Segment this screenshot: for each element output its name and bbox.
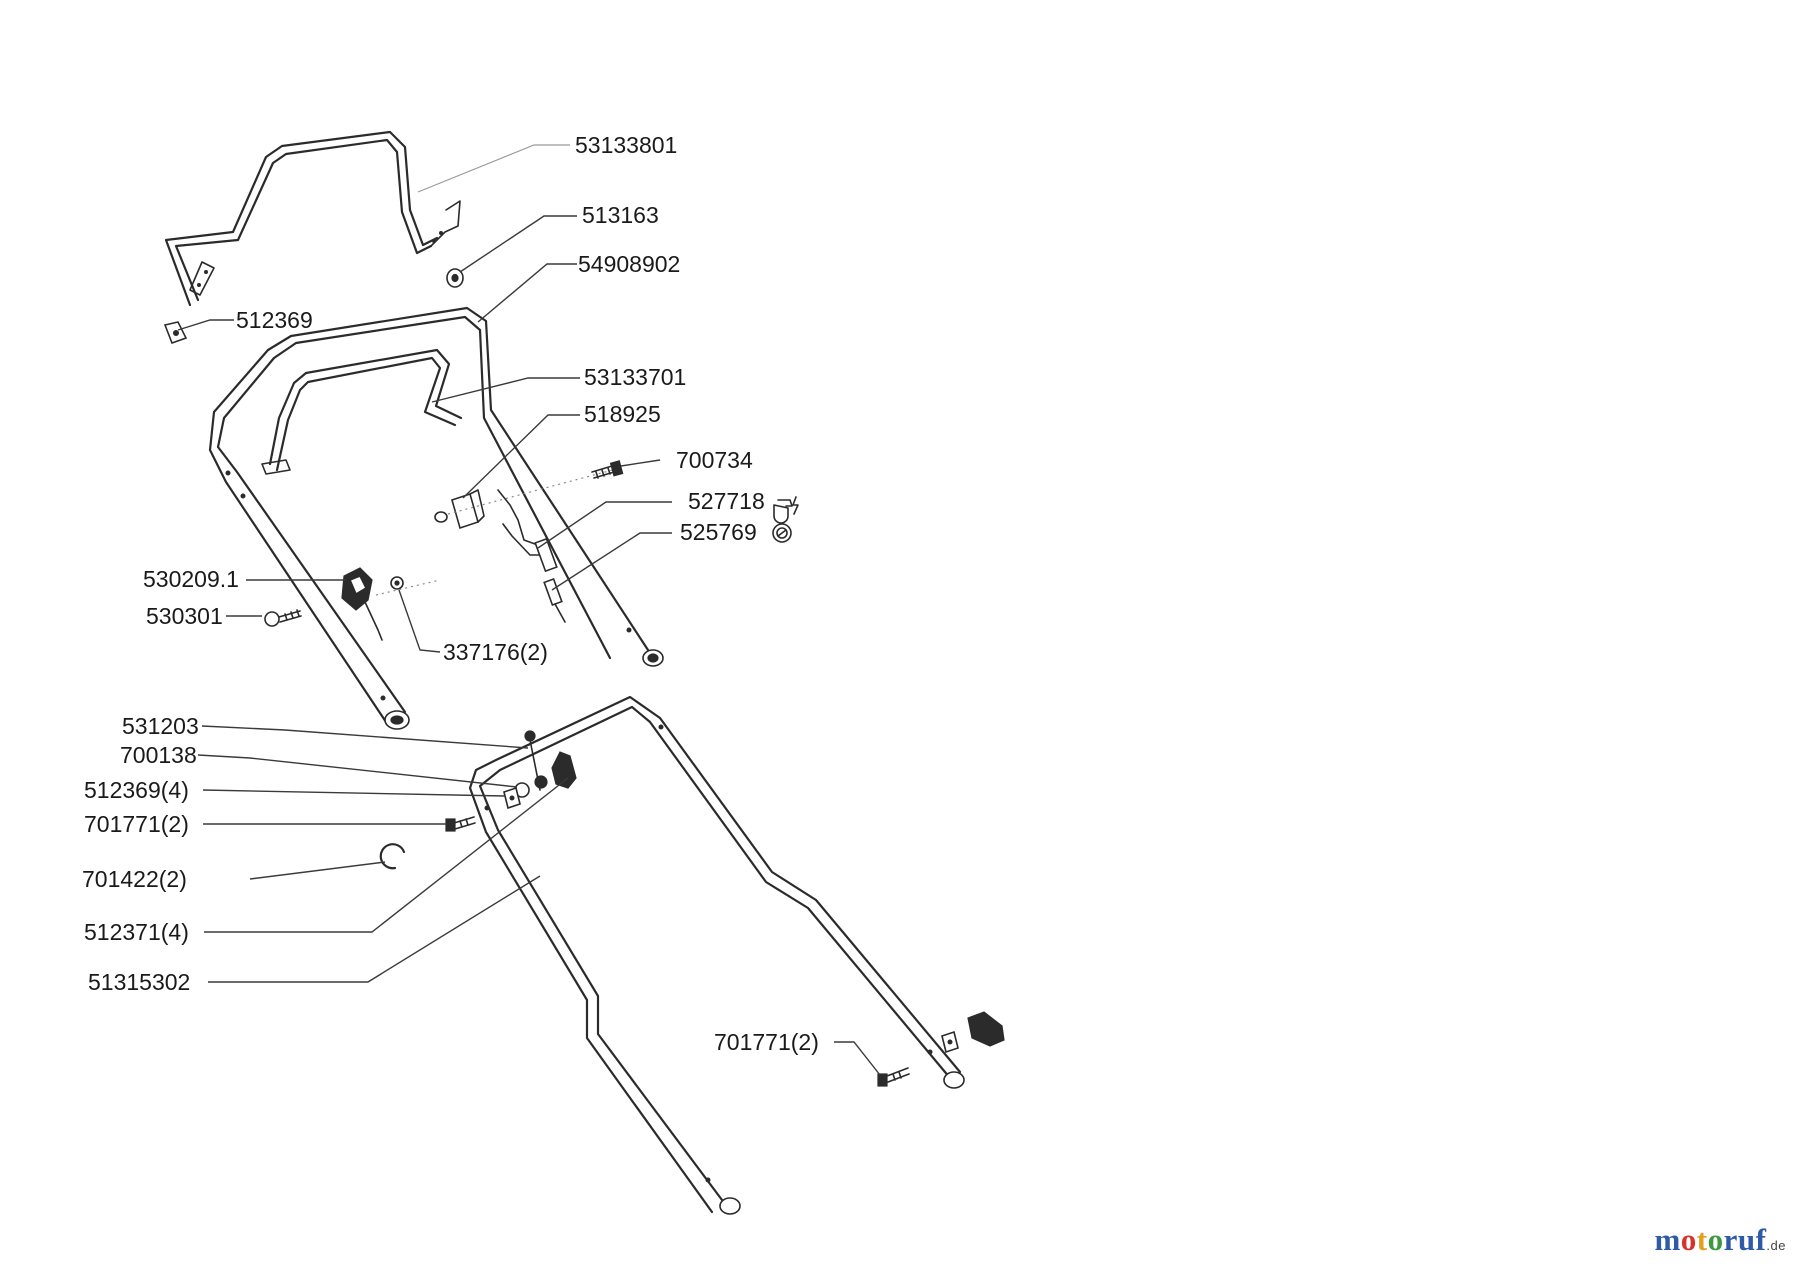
label-525769: 525769 <box>680 519 757 545</box>
label-512369-4: 512369(4) <box>84 777 189 803</box>
label-54908902: 54908902 <box>578 251 680 277</box>
brand-logo: motoruf.de <box>1654 1222 1786 1258</box>
control-530209-drawing <box>341 567 383 641</box>
knob-assembly-left-drawing <box>503 730 577 810</box>
brand-letter-o2: o <box>1707 1222 1724 1257</box>
bail-lever-drawing <box>261 348 463 475</box>
knob-assembly-right-drawing <box>941 1011 1005 1054</box>
leader-lines <box>177 144 881 1076</box>
bracket-518925-drawing <box>451 489 485 530</box>
label-701771-2-left: 701771(2) <box>84 811 189 837</box>
screw-530301-drawing <box>264 609 302 627</box>
brand-letters-ruf: ruf <box>1723 1222 1767 1257</box>
label-700138: 700138 <box>120 742 197 768</box>
label-53133801: 53133801 <box>575 132 677 158</box>
bolt-701771-left-drawing <box>445 816 476 832</box>
label-51315302: 51315302 <box>88 969 190 995</box>
ring-701422-drawing <box>379 843 406 870</box>
upper-handle-drawing <box>208 306 664 730</box>
label-700734: 700734 <box>676 447 753 473</box>
label-530209-1: 530209.1 <box>143 566 239 592</box>
label-701422-2: 701422(2) <box>82 866 187 892</box>
label-530301: 530301 <box>146 603 223 629</box>
label-527718: 527718 <box>688 488 765 514</box>
label-701771-2-right: 701771(2) <box>714 1029 819 1055</box>
washer-near-bracket-drawing <box>434 511 448 523</box>
engine-electric-start-icon <box>773 496 799 524</box>
brand-letter-o: o <box>1680 1222 1697 1257</box>
label-531203: 531203 <box>122 713 199 739</box>
brand-letter-m: m <box>1654 1222 1681 1257</box>
label-512369: 512369 <box>236 307 313 333</box>
upper-bar-drawing <box>164 130 461 307</box>
brand-letter-t: t <box>1696 1222 1708 1257</box>
label-53133701: 53133701 <box>584 364 686 390</box>
label-513163: 513163 <box>582 202 659 228</box>
assembly-line-2 <box>375 579 441 596</box>
bolt-700734-drawing <box>591 460 624 479</box>
label-337176-2: 337176(2) <box>443 639 548 665</box>
clip-512369-drawing <box>163 321 188 345</box>
brand-tld: .de <box>1766 1238 1786 1253</box>
label-512371-4: 512371(4) <box>84 919 189 945</box>
bolt-701771-right-drawing <box>877 1067 910 1087</box>
washer-337176-drawing <box>390 576 404 590</box>
label-518925: 518925 <box>584 401 661 427</box>
lower-handle-drawing <box>468 695 965 1215</box>
self-propelled-drive-icon <box>772 523 792 543</box>
nut-513163-drawing <box>446 268 464 288</box>
